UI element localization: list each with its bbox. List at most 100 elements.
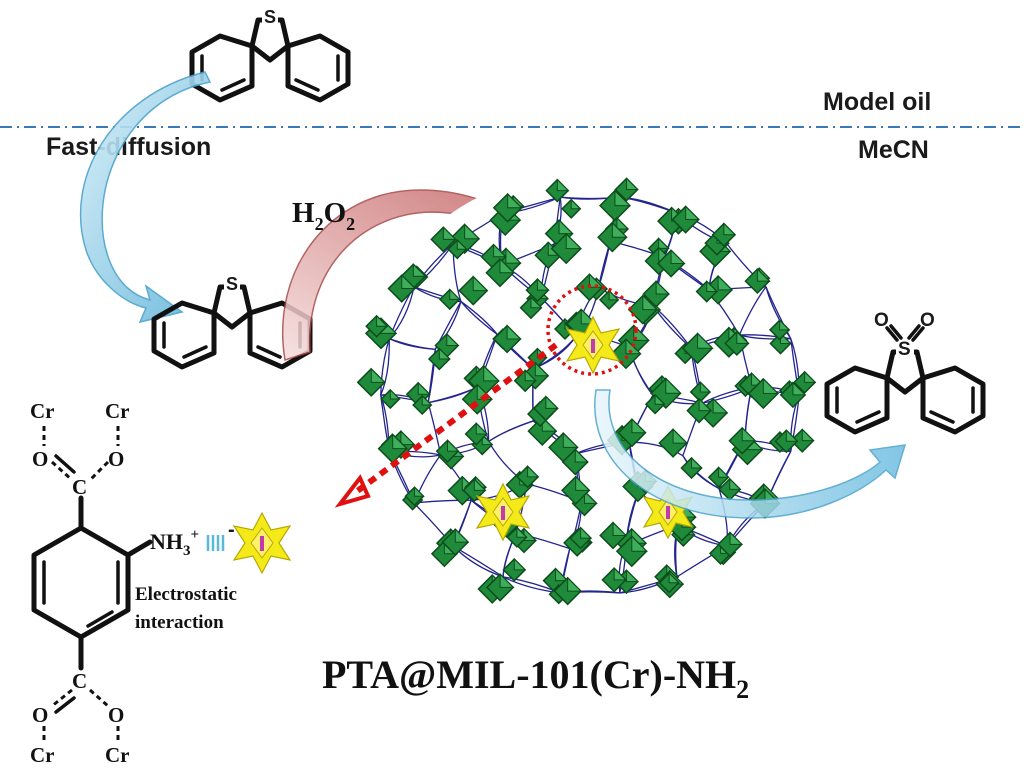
cr-octahedron [427, 347, 451, 371]
cr-octahedron [435, 439, 460, 463]
cr-octahedron [533, 395, 559, 422]
cr-octahedron [599, 521, 628, 550]
cr-octahedron [519, 296, 543, 320]
cr-octahedron [779, 381, 807, 409]
cr-octahedron [642, 280, 671, 308]
cr-octahedron [550, 232, 583, 265]
diffusion-arrow [79, 71, 212, 324]
cr-octahedron [506, 526, 528, 548]
cr-octahedron [724, 330, 750, 356]
negative-charge: - [228, 519, 235, 541]
cr-octahedron [601, 567, 628, 593]
o-atom-top-left: O [32, 447, 48, 471]
cr-octahedron [658, 428, 689, 458]
cr-octahedron [430, 226, 457, 253]
cr-octahedron [790, 428, 815, 453]
product-release-arrow [594, 389, 907, 519]
cr-octahedron [441, 528, 470, 556]
cr-octahedron [513, 369, 537, 393]
cr-octahedron [492, 192, 523, 223]
material-caption: PTA@MIL-101(Cr)-NH2 [322, 652, 749, 704]
cr-octahedron [525, 277, 550, 303]
cr-octahedron [485, 573, 515, 602]
highlight-pore-circle [546, 284, 638, 376]
cr-octahedron [516, 465, 540, 489]
amino-bdc-linker-structure: Cr Cr O O C NH3+ - Electrostatic [30, 399, 292, 767]
o-atom-bottom-left: O [32, 703, 48, 727]
h2o2-label: H2O2 [292, 197, 355, 234]
cr-octahedron [617, 418, 647, 448]
cr-octahedron [545, 178, 570, 203]
dbt-top-s-atom: S [264, 7, 276, 27]
cr-octahedron [365, 314, 389, 338]
cr-octahedron [768, 319, 791, 341]
cr-octahedron [492, 324, 522, 354]
svg-text:H2O2: H2O2 [292, 197, 355, 234]
cr-octahedron [650, 377, 682, 410]
cr-octahedron [462, 478, 487, 503]
mil-101-framework [355, 170, 825, 620]
cr-octahedron [711, 222, 737, 247]
linker-strand [380, 338, 390, 396]
electrostatic-hash [206, 535, 225, 551]
electrostatic-label-line2: interaction [135, 612, 224, 633]
cr-octahedron [380, 388, 401, 410]
cr-atom-top-right: Cr [105, 399, 130, 423]
c-atom-bottom: C [72, 669, 87, 693]
linker-strand [738, 286, 767, 336]
cr-octahedron [387, 274, 417, 303]
cr-octahedron [356, 367, 386, 397]
cr-octahedron [658, 571, 680, 594]
cr-octahedron [502, 557, 527, 582]
pta-cluster-left [475, 482, 531, 542]
dbt-molecule-top: S [189, 7, 351, 103]
fast-diffusion-label: Fast-diffusion [46, 133, 211, 161]
nh3-group: NH3+ [150, 527, 199, 559]
cr-octahedron [597, 221, 628, 253]
cr-octahedron [485, 257, 515, 288]
cr-octahedron [561, 198, 582, 219]
cr-octahedron [615, 535, 648, 568]
cr-octahedron [412, 394, 433, 416]
electrostatic-label-line1: Electrostatic [135, 584, 237, 605]
linker-strand [682, 455, 720, 490]
cr-octahedron [553, 576, 583, 606]
linker-strand [460, 301, 498, 335]
dbt-sulfone-product: S O O [824, 310, 986, 435]
c-atom-top: C [72, 475, 87, 499]
o-atom-top-right: O [108, 447, 124, 471]
cr-octahedron [671, 205, 700, 234]
cr-octahedron [656, 249, 686, 278]
o-atom-bottom-right: O [108, 703, 124, 727]
cr-octahedron [561, 448, 589, 476]
cr-octahedron [464, 422, 489, 446]
sulfone-o-atom-right: O [920, 310, 935, 331]
linker-strand [488, 420, 534, 443]
cr-octahedron [680, 456, 703, 480]
cr-atom-bottom-left: Cr [30, 743, 55, 767]
cr-octahedron [458, 275, 489, 306]
cr-octahedron [561, 475, 591, 506]
cr-octahedron [695, 280, 719, 303]
cr-octahedron [404, 486, 425, 507]
cr-octahedron [438, 288, 461, 311]
cr-octahedron [627, 294, 659, 325]
cr-octahedron [599, 289, 620, 311]
linker-strand [765, 286, 792, 339]
cr-octahedron [744, 267, 771, 295]
pta-cluster-top [565, 315, 621, 375]
cr-octahedron [614, 177, 639, 202]
cr-atom-top-left: Cr [30, 399, 55, 423]
cr-octahedron [793, 370, 817, 394]
cr-octahedron [707, 466, 730, 489]
dbt-middle-s-atom: S [226, 274, 238, 294]
cr-octahedron [681, 332, 714, 365]
pta-cluster-legend [232, 511, 292, 575]
linker-strand [380, 338, 390, 396]
cr-octahedron [644, 393, 666, 415]
cr-octahedra-clusters [356, 177, 817, 606]
sulfone-o-atom-left: O [874, 310, 889, 331]
cr-octahedron [598, 189, 632, 222]
cr-octahedron [747, 377, 780, 410]
phase-label-model-oil: Model oil [823, 88, 931, 116]
